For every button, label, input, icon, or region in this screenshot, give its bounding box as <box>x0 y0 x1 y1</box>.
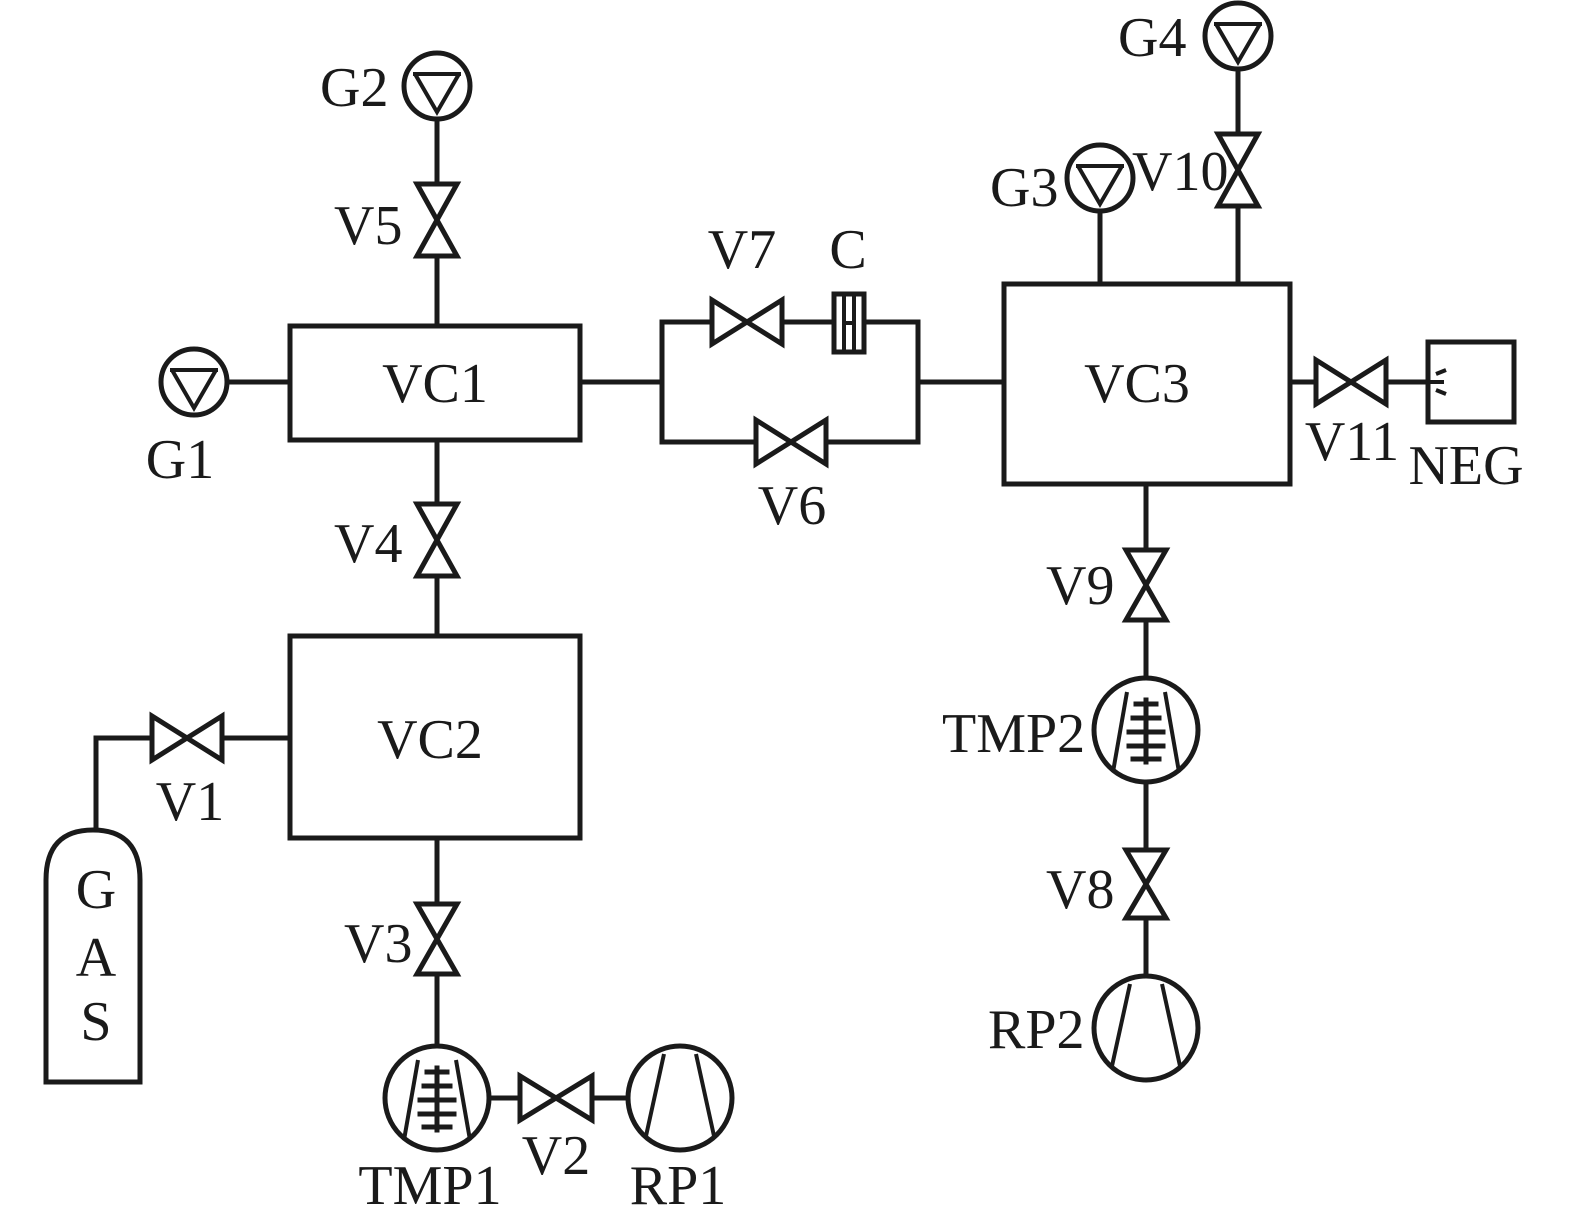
label-v8: V8 <box>1046 859 1114 921</box>
label-g3: G3 <box>990 157 1058 219</box>
turbo-pump-tmp2 <box>1091 675 1201 785</box>
label-v3: V3 <box>344 913 412 975</box>
label-rp1: RP1 <box>630 1155 727 1217</box>
chamber-vc2 <box>287 633 583 841</box>
label-v4: V4 <box>334 513 402 575</box>
rotary-pump-rp1 <box>625 1043 735 1153</box>
label-gas-g: G <box>76 859 116 921</box>
label-g1: G1 <box>146 429 214 491</box>
neg-pump <box>1425 339 1517 425</box>
valve-v4 <box>412 501 462 579</box>
label-c: C <box>829 219 866 281</box>
gauge-g4 <box>1202 0 1274 72</box>
label-g4: G4 <box>1118 7 1186 69</box>
valve-v2 <box>517 1071 595 1125</box>
label-rp2: RP2 <box>988 999 1085 1061</box>
label-vc2: VC2 <box>377 709 483 771</box>
gauge-g2 <box>401 50 473 122</box>
turbo-pump-tmp1 <box>382 1043 492 1153</box>
label-v2: V2 <box>522 1125 590 1187</box>
labels: VC1 VC2 VC3 G1 G2 G3 G4 V1 V2 V3 V4 V5 V… <box>76 7 1524 1217</box>
label-vc1: VC1 <box>382 353 488 415</box>
label-vc3: VC3 <box>1084 353 1190 415</box>
valve-v6 <box>753 415 829 469</box>
valve-v8 <box>1121 847 1171 921</box>
label-tmp1: TMP1 <box>358 1155 501 1217</box>
gauge-g3 <box>1064 142 1136 214</box>
valve-v7 <box>709 295 785 349</box>
label-v6: V6 <box>758 475 826 537</box>
label-v9: V9 <box>1046 555 1114 617</box>
label-v10: V10 <box>1132 141 1228 203</box>
label-neg: NEG <box>1408 435 1523 497</box>
valve-v5 <box>412 181 462 259</box>
valve-v9 <box>1121 547 1171 623</box>
valve-v11 <box>1313 355 1389 409</box>
label-v7: V7 <box>708 219 776 281</box>
label-tmp2: TMP2 <box>942 703 1085 765</box>
label-v11: V11 <box>1305 411 1399 473</box>
rotary-pump-rp2 <box>1091 973 1201 1083</box>
valve-v10 <box>1213 131 1263 209</box>
chamber-vc1 <box>287 323 583 443</box>
label-v5: V5 <box>334 195 402 257</box>
chamber-vc3 <box>1001 281 1293 487</box>
label-v1: V1 <box>156 771 224 833</box>
valve-v1 <box>149 711 225 765</box>
label-gas-a: A <box>76 927 117 989</box>
gas-cylinder <box>43 827 143 1085</box>
conductance-c <box>831 291 867 355</box>
label-g2: G2 <box>320 57 388 119</box>
label-gas-s: S <box>80 991 111 1053</box>
gauge-g1 <box>158 346 230 418</box>
valve-v3 <box>412 901 462 977</box>
